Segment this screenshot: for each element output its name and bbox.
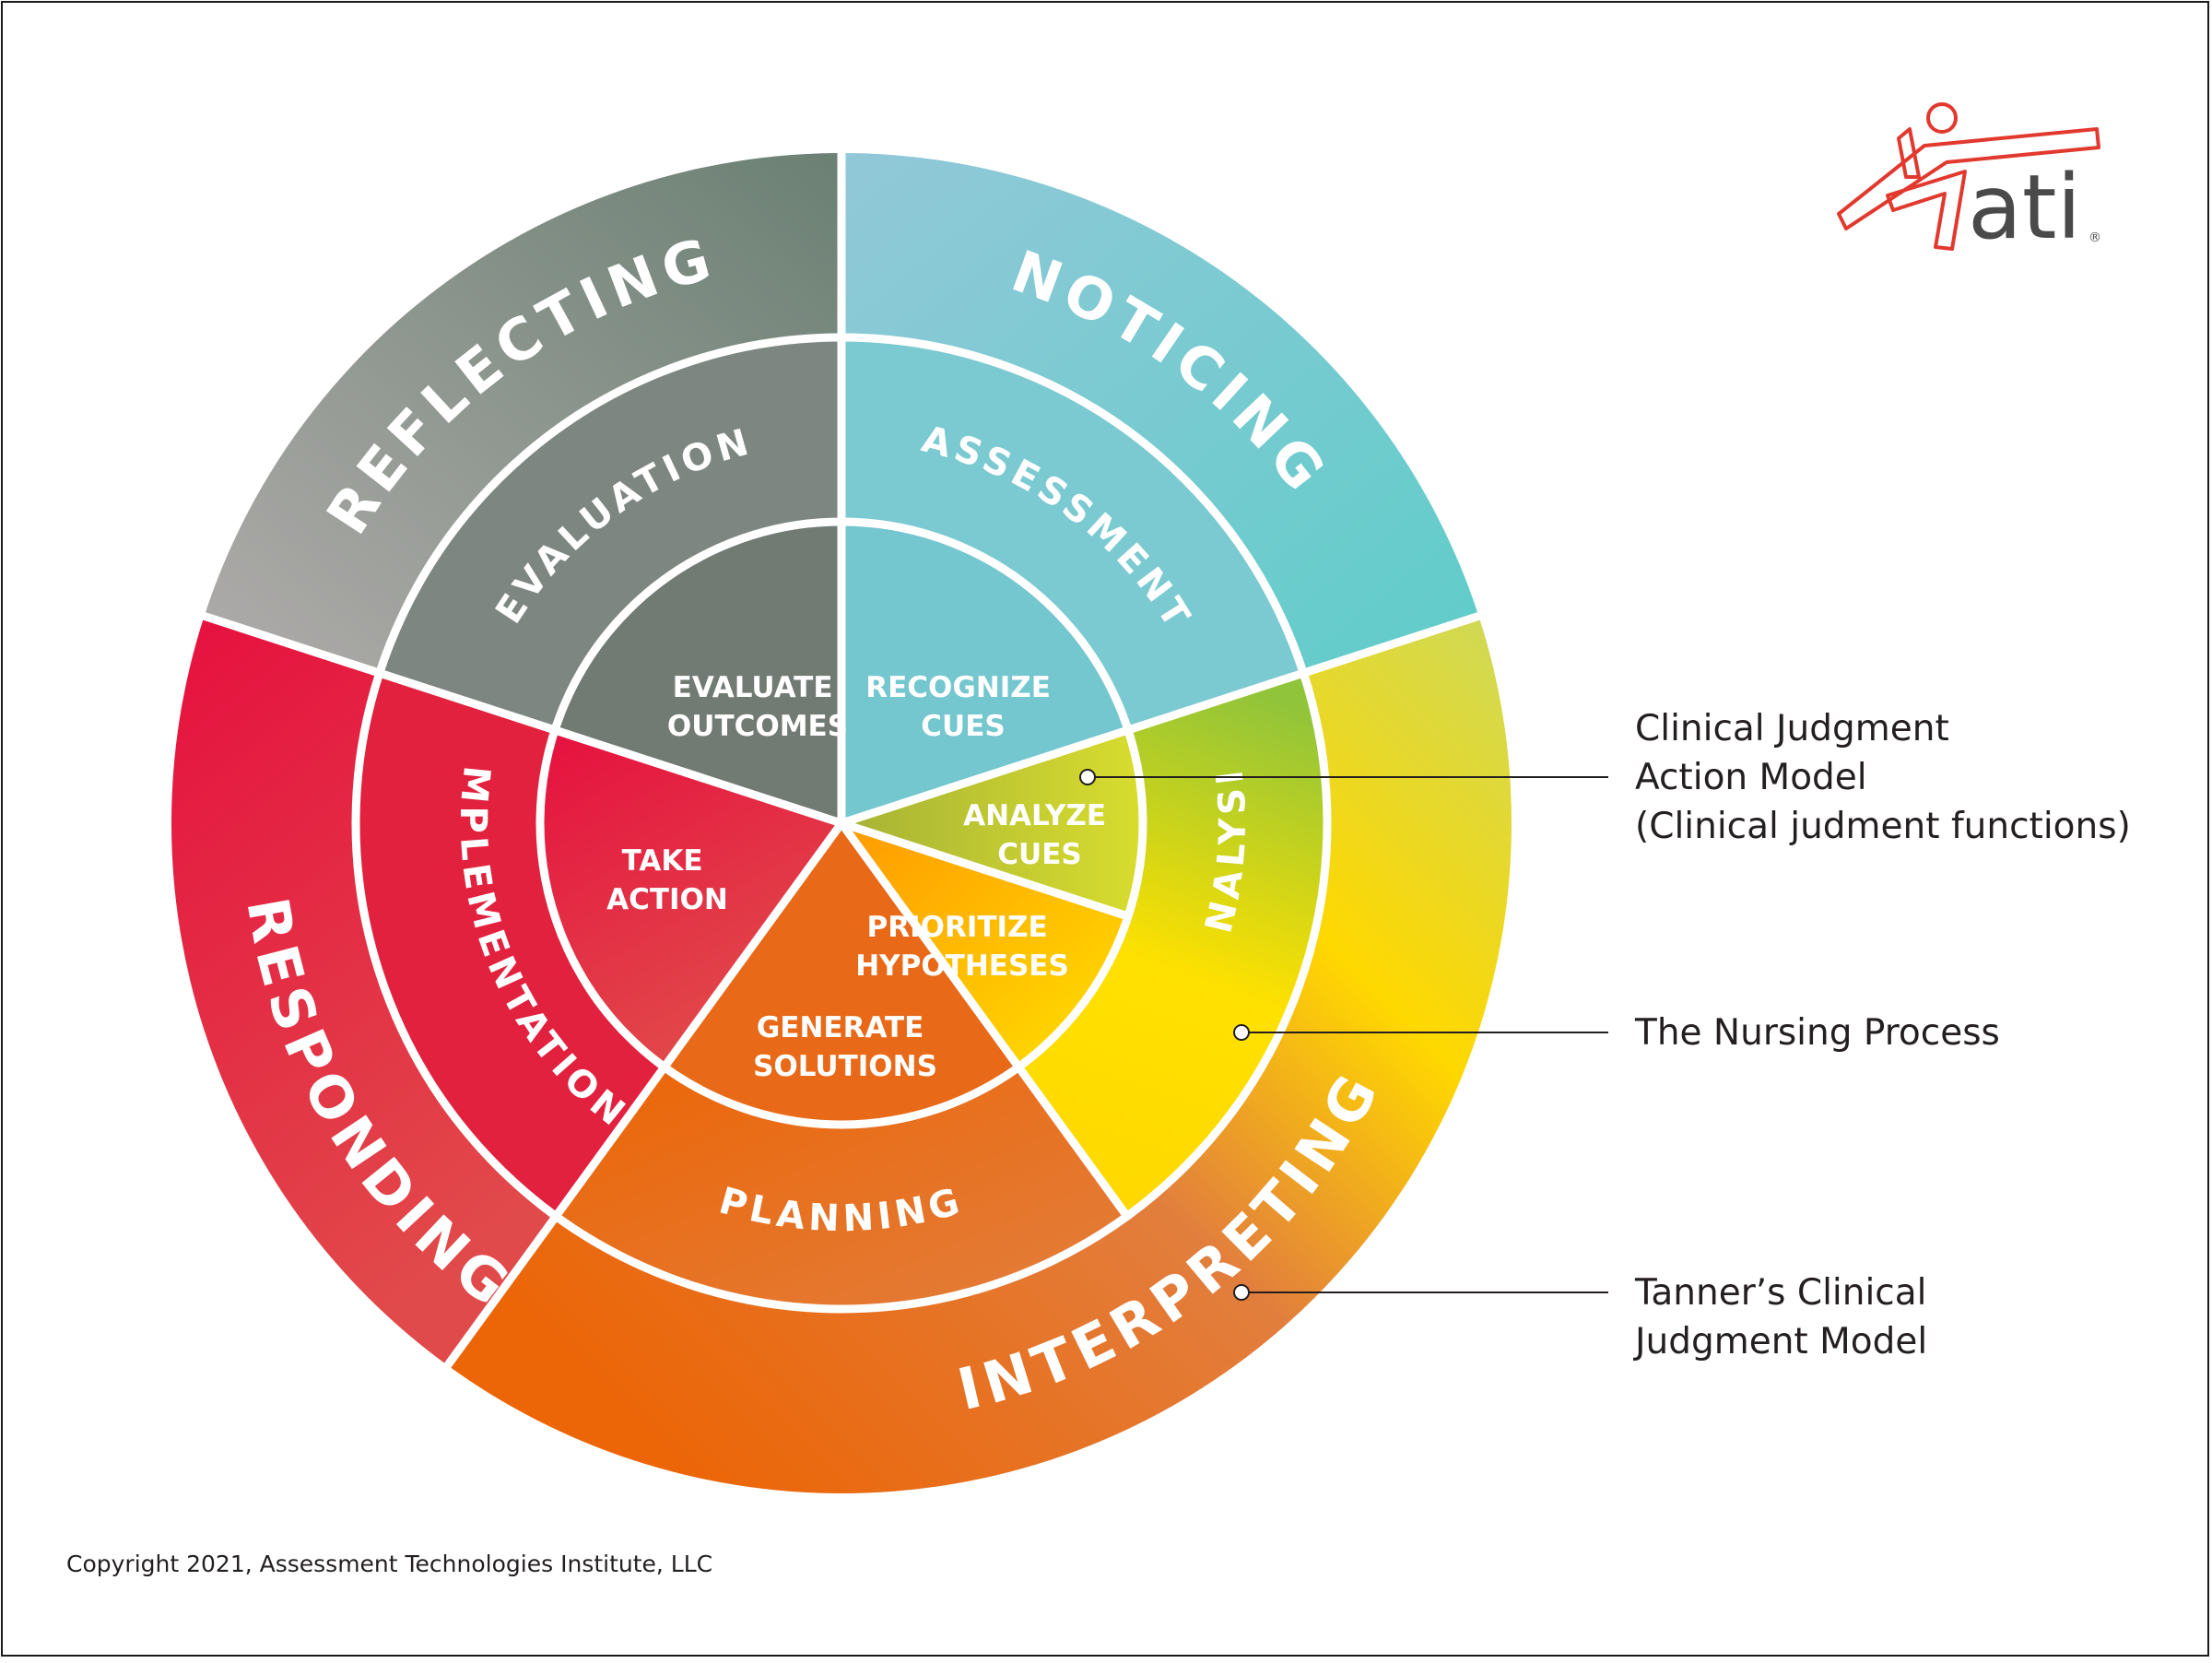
ati-figure-icon: [1837, 102, 2100, 251]
callout-tanner-model: Tanner’s Clinical Judgment Model: [1635, 1272, 1928, 1362]
reflecting-segment: [204, 153, 841, 674]
ring-dividers: [197, 147, 1486, 1373]
generate-solutions-segment: [664, 823, 1019, 1126]
analyze-cues-segment: [841, 729, 1144, 917]
assessment-segment: [841, 337, 1304, 730]
noticing-segment: [841, 153, 1479, 674]
analyze-cues-label: ANALYZE CUES: [963, 799, 1116, 871]
svg-text:ati: ati: [1968, 156, 2081, 259]
callout-nursing-process: The Nursing Process: [1635, 1012, 2000, 1054]
planning-segment: [556, 1067, 1127, 1309]
callout-dot-clinical-judgment: [1079, 769, 1096, 785]
generate-solutions-label: GENERATE SOLUTIONS: [753, 1011, 937, 1083]
recognize-cues-label: RECOGNIZE CUES: [865, 671, 1061, 743]
prioritize-hypotheses-segment: [841, 823, 1128, 1067]
svg-text:®: ®: [2088, 230, 2101, 245]
take-action-segment: [539, 729, 841, 1067]
ati-logo: ati ®: [1837, 102, 2101, 259]
recognize-cues-segment: [841, 522, 1128, 823]
callout-dot-nursing-process: [1233, 1024, 1250, 1041]
copyright-notice: Copyright 2021, Assessment Technologies …: [66, 1551, 713, 1577]
callout-dot-tanner: [1233, 1284, 1250, 1301]
evaluate-outcomes-segment: [555, 522, 841, 823]
responding-segment: [171, 616, 557, 1366]
leader-lines: [1079, 769, 1608, 1301]
interpreting-segment: [447, 616, 1512, 1494]
evaluate-outcomes-label: EVALUATE OUTCOMES: [667, 671, 848, 743]
prioritize-hypotheses-label: PRIORITIZE HYPOTHESES: [855, 911, 1069, 983]
evaluation-segment: [379, 337, 841, 730]
callout-clinical-judgment-action-model: Clinical Judgment Action Model (Clinical…: [1635, 708, 2131, 847]
take-action-label: TAKE ACTION: [606, 844, 728, 916]
